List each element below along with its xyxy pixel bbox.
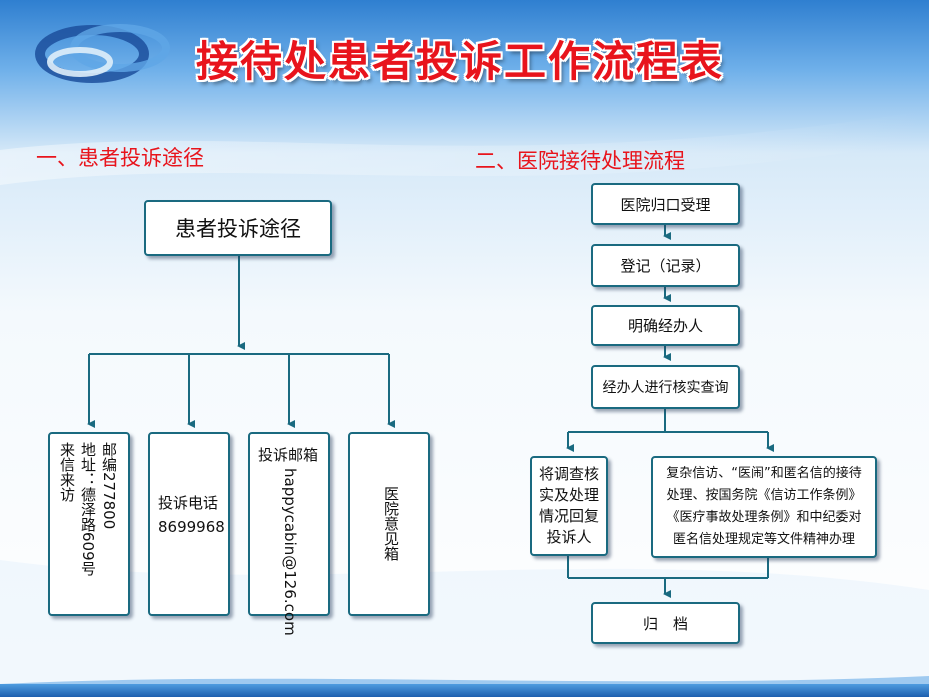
email-address: happycabin@126.com (281, 468, 299, 636)
section-heading-handling-process: 二、医院接待处理流程 (475, 149, 685, 173)
branch-reply-line: 实及处理 (538, 486, 599, 504)
page-title: 接待处患者投诉工作流程表 (195, 37, 724, 86)
branch-reply-line: 情况回复 (538, 507, 599, 525)
step-assign-handler-box: 明确经办人 (591, 305, 740, 346)
phone-label: 投诉电话 (158, 494, 219, 512)
branch-reply-box: 将调查核 实及处理 情况回复 投诉人 (530, 456, 608, 556)
branch-reply-line: 将调查核 (538, 465, 599, 483)
visit-label: 来信来访 (58, 442, 76, 502)
channel-email-box: 投诉邮箱 happycabin@126.com (248, 432, 330, 636)
step-archive-box: 归 档 (591, 602, 740, 644)
phone-number: 8699968 (158, 518, 225, 536)
channel-suggestion-box: 医院意见箱 (348, 432, 430, 616)
complaint-channels-root-box: 患者投诉途径 (144, 200, 332, 256)
email-label: 投诉邮箱 (258, 446, 319, 464)
channel-phone-box: 投诉电话 8699968 (148, 432, 230, 616)
suggestion-box-label: 医院意见箱 (382, 486, 400, 561)
section-heading-complaint-channels: 一、患者投诉途径 (36, 146, 204, 170)
branch-complex-cases-box: 复杂信访、“医闹”和匿名信的接待 处理、按国务院《信访工作条例》 《医疗事故处理… (651, 456, 877, 558)
step-register-box: 登记（记录） (591, 244, 740, 287)
visit-address: 地址：德泽路609号 (79, 442, 97, 576)
branch-complex-line: 处理、按国务院《信访工作条例》 (666, 488, 862, 503)
decorative-rings-logo (35, 24, 170, 83)
branch-complex-line: 复杂信访、“医闹”和匿名信的接待 (666, 466, 862, 481)
step-verify-box: 经办人进行核实查询 (591, 365, 740, 409)
channel-visit-box: 邮编277800 地址：德泽路609号 来信来访 (48, 432, 130, 616)
visit-postcode: 邮编277800 (100, 442, 118, 530)
branch-reply-line: 投诉人 (546, 528, 592, 546)
step-accept-box: 医院归口受理 (591, 183, 740, 225)
branch-complex-line: 匿名信处理规定等文件精神办理 (672, 532, 855, 547)
branch-complex-line: 《医疗事故处理条例》和中纪委对 (666, 510, 862, 525)
